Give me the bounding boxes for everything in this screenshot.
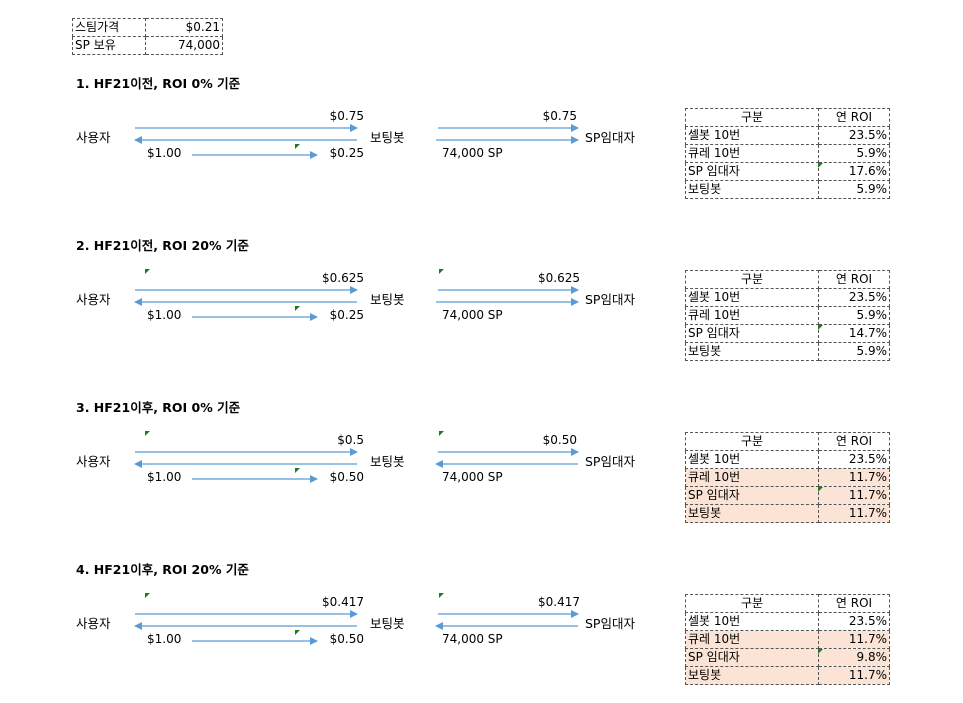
section-title: 1. HF21이전, ROI 0% 기준 [76, 76, 241, 91]
roi-row-label: SP 임대자 [685, 486, 819, 505]
roi-header-annual: 연 ROI [818, 594, 890, 613]
section-title: 4. HF21이후, ROI 20% 기준 [76, 562, 249, 577]
roi-table-row: 보팅봇 11.7% [685, 504, 890, 523]
lender-sp-amount: 74,000 SP [442, 632, 503, 646]
lender-sp-amount: 74,000 SP [442, 470, 503, 484]
lender-sp-amount: 74,000 SP [442, 308, 503, 322]
roi-table-row: 보팅봇 5.9% [685, 180, 890, 199]
user-pays-amount: $1.00 [147, 632, 182, 646]
roi-table-header: 구분 연 ROI [685, 594, 890, 613]
roi-table-row: 셀봇 10번 23.5% [685, 126, 890, 145]
cell-note-marker [818, 649, 823, 654]
voting-bot-label: 보팅봇 [370, 130, 405, 145]
steem-price-table: 스팀가격 $0.21 SP 보유 74,000 [72, 18, 223, 55]
roi-row-label: 보팅봇 [685, 666, 819, 685]
user-label: 사용자 [76, 616, 111, 631]
user-to-bot-amount: $0.625 [322, 271, 364, 285]
roi-table-row: 큐레 10번 11.7% [685, 630, 890, 649]
roi-table: 구분 연 ROI 셀봇 10번 23.5% 큐레 10번 11.7% SP 임대… [685, 432, 890, 523]
roi-table: 구분 연 ROI 셀봇 10번 23.5% 큐레 10번 11.7% SP 임대… [685, 594, 890, 685]
roi-row-label: 큐레 10번 [685, 306, 819, 325]
cell-note-marker [439, 269, 444, 274]
roi-row-value: 5.9% [818, 180, 890, 199]
voting-bot-label: 보팅봇 [370, 292, 405, 307]
cell-note-marker [818, 487, 823, 492]
section-title: 3. HF21이후, ROI 0% 기준 [76, 400, 241, 415]
voting-bot-label: 보팅봇 [370, 616, 405, 631]
user-to-bot-amount: $0.417 [322, 595, 364, 609]
cell-note-marker [145, 269, 150, 274]
roi-table-row: SP 임대자 11.7% [685, 486, 890, 505]
roi-row-label: 보팅봇 [685, 504, 819, 523]
roi-row-value: 14.7% [818, 324, 890, 343]
roi-row-value: 5.9% [818, 144, 890, 163]
roi-table: 구분 연 ROI 셀봇 10번 23.5% 큐레 10번 5.9% SP 임대자… [685, 108, 890, 199]
user-pays-amount: $1.00 [147, 146, 182, 160]
roi-table-row: 셀봇 10번 23.5% [685, 288, 890, 307]
roi-table-row: SP 임대자 17.6% [685, 162, 890, 181]
user-to-bot-amount: $0.75 [329, 109, 364, 123]
cell-note-marker [818, 163, 823, 168]
roi-table-row: 셀봇 10번 23.5% [685, 450, 890, 469]
roi-row-value: 17.6% [818, 162, 890, 181]
roi-table-row: SP 임대자 9.8% [685, 648, 890, 667]
cell-note-marker [818, 325, 823, 330]
sp-lender-label: SP임대자 [585, 616, 635, 631]
cell-note-marker [295, 468, 300, 473]
roi-row-label: 큐레 10번 [685, 468, 819, 487]
user-gets-amount: $0.50 [329, 470, 364, 484]
cell-note-marker [145, 593, 150, 598]
lender-sp-amount: 74,000 SP [442, 146, 503, 160]
roi-header-annual: 연 ROI [818, 270, 890, 289]
roi-row-value: 11.7% [818, 486, 890, 505]
roi-row-value: 23.5% [818, 126, 890, 145]
sp-holding-row: SP 보유 74,000 [72, 36, 223, 55]
roi-row-value: 5.9% [818, 342, 890, 361]
user-to-bot-amount: $0.5 [337, 433, 364, 447]
user-gets-amount: $0.50 [329, 632, 364, 646]
cell-note-marker [295, 630, 300, 635]
roi-table-row: 큐레 10번 5.9% [685, 144, 890, 163]
user-pays-amount: $1.00 [147, 308, 182, 322]
roi-table-row: 보팅봇 5.9% [685, 342, 890, 361]
bot-to-lender-amount: $0.50 [542, 433, 577, 447]
roi-table: 구분 연 ROI 셀봇 10번 23.5% 큐레 10번 5.9% SP 임대자… [685, 270, 890, 361]
roi-table-row: 보팅봇 11.7% [685, 666, 890, 685]
user-pays-amount: $1.00 [147, 470, 182, 484]
voting-bot-label: 보팅봇 [370, 454, 405, 469]
sp-lender-label: SP임대자 [585, 130, 635, 145]
bot-to-lender-amount: $0.625 [538, 271, 580, 285]
roi-row-label: 보팅봇 [685, 180, 819, 199]
cell-note-marker [439, 431, 444, 436]
roi-row-value: 23.5% [818, 450, 890, 469]
user-label: 사용자 [76, 130, 111, 145]
cell-note-marker [145, 431, 150, 436]
sp-lender-label: SP임대자 [585, 292, 635, 307]
roi-table-header: 구분 연 ROI [685, 108, 890, 127]
user-gets-amount: $0.25 [329, 146, 364, 160]
roi-row-label: 셀봇 10번 [685, 126, 819, 145]
cell-note-marker [295, 306, 300, 311]
cell-note-marker [439, 593, 444, 598]
sp-holding-value: 74,000 [145, 36, 223, 55]
roi-table-row: SP 임대자 14.7% [685, 324, 890, 343]
roi-row-value: 11.7% [818, 666, 890, 685]
user-label: 사용자 [76, 454, 111, 469]
roi-row-label: 보팅봇 [685, 342, 819, 361]
roi-row-value: 11.7% [818, 504, 890, 523]
bot-to-lender-amount: $0.75 [542, 109, 577, 123]
sp-lender-label: SP임대자 [585, 454, 635, 469]
roi-row-label: SP 임대자 [685, 162, 819, 181]
roi-row-label: SP 임대자 [685, 648, 819, 667]
section-title: 2. HF21이전, ROI 20% 기준 [76, 238, 249, 253]
roi-row-value: 9.8% [818, 648, 890, 667]
roi-header-category: 구분 [685, 594, 819, 613]
bot-to-lender-amount: $0.417 [538, 595, 580, 609]
user-gets-amount: $0.25 [329, 308, 364, 322]
sp-holding-label: SP 보유 [72, 36, 146, 55]
roi-table-row: 큐레 10번 5.9% [685, 306, 890, 325]
user-label: 사용자 [76, 292, 111, 307]
cell-note-marker [295, 144, 300, 149]
